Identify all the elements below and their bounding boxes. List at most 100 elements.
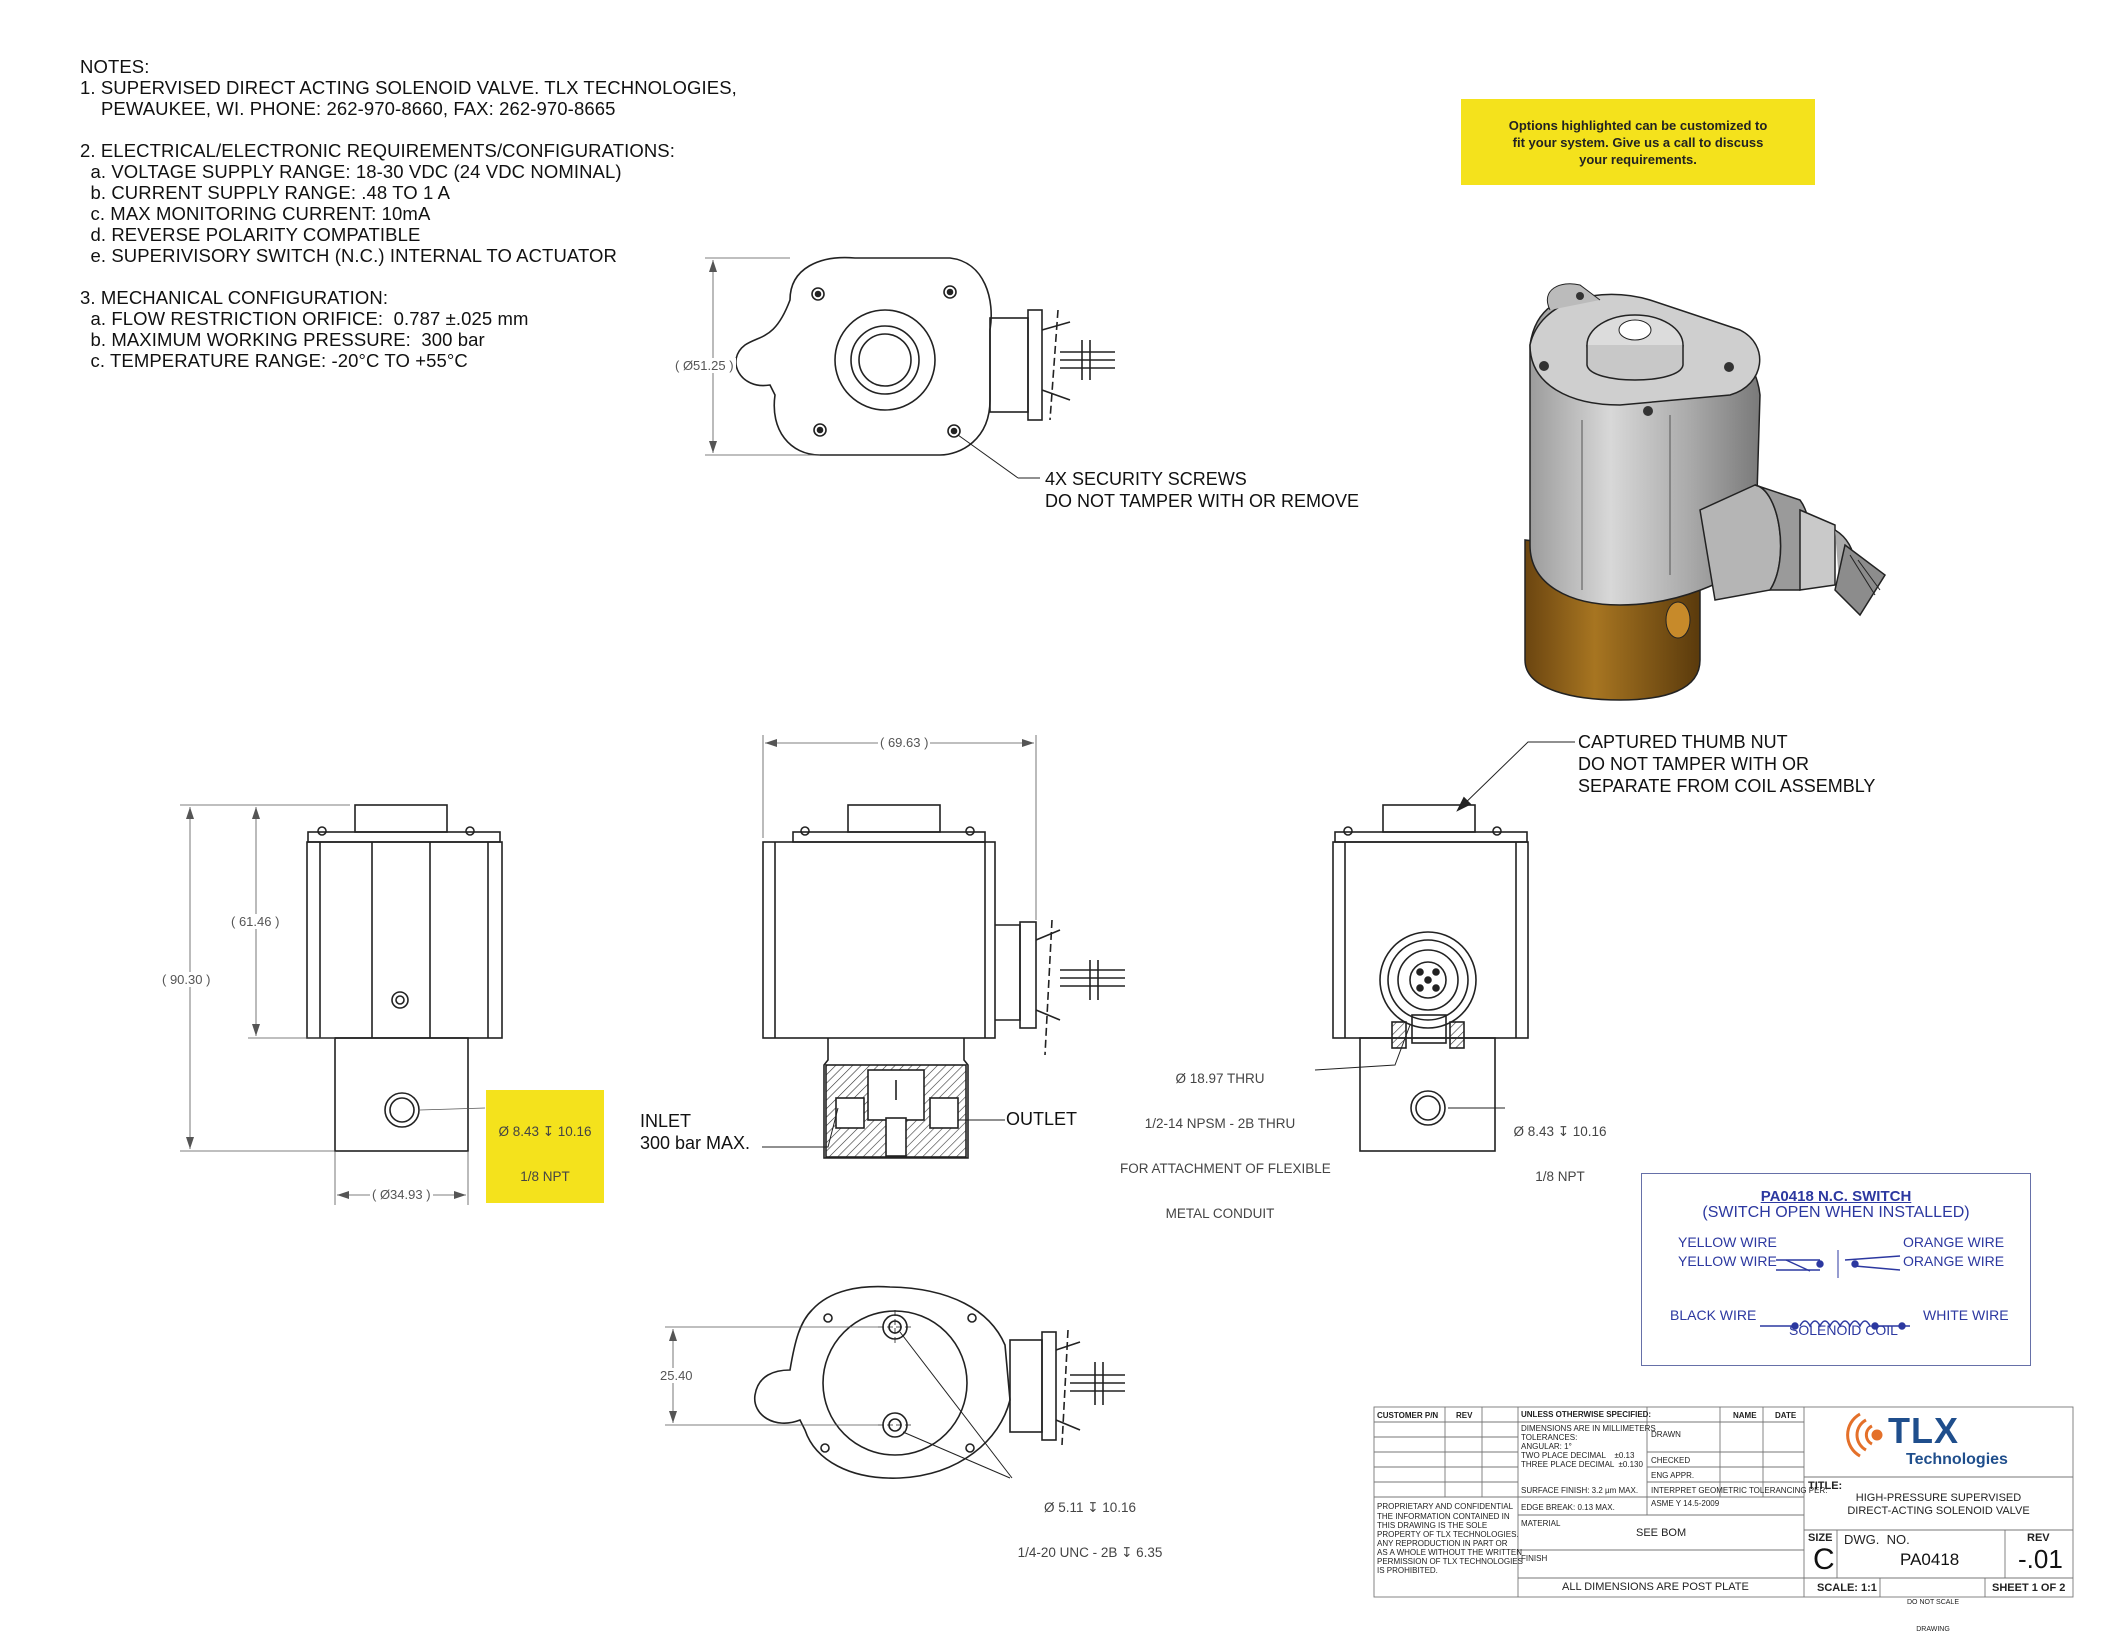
tb-prop-5: AS A WHOLE WITHOUT THE WRITTEN: [1377, 1548, 1523, 1557]
notes-block: NOTES: 1. SUPERVISED DIRECT ACTING SOLEN…: [80, 56, 737, 371]
thumb-nut-label-line-2: DO NOT TAMPER WITH OR: [1578, 754, 1810, 774]
black-wire: BLACK WIRE: [1670, 1307, 1757, 1323]
tb-sheet: SHEET 1 OF 2: [1992, 1582, 2066, 1594]
port-left-callout: Ø 8.43 ↧ 10.16 1/8 NPT: [486, 1090, 604, 1203]
note-2d: d. REVERSE POLARITY COMPATIBLE: [80, 224, 421, 245]
tb-scale: SCALE: 1:1: [1817, 1582, 1877, 1594]
thumb-nut-label-line-3: SEPARATE FROM COIL ASSEMBLY: [1578, 776, 1876, 796]
tb-finish: FINISH: [1521, 1554, 1548, 1563]
thumb-nut-label-line-1: CAPTURED THUMB NUT: [1578, 732, 1788, 752]
callout-line-2: fit your system. Give us a call to discu…: [1512, 134, 1764, 150]
tb-prop-4: ANY REPRODUCTION IN PART OR: [1377, 1539, 1508, 1548]
tb-date: DATE: [1775, 1411, 1797, 1420]
tb-do-not-scale: DO NOT SCALE DRAWING: [1906, 1580, 1960, 1643]
note-2: 2. ELECTRICAL/ELECTRONIC REQUIREMENTS/CO…: [80, 140, 675, 161]
tb-prop-7: IS PROHIBITED.: [1377, 1566, 1438, 1575]
callout-line-3: your requirements.: [1579, 151, 1697, 167]
tb-name: NAME: [1733, 1411, 1757, 1420]
inlet-label: INLET: [640, 1111, 692, 1131]
conduit-note-2: METAL CONDUIT: [1165, 1206, 1275, 1221]
dim-bottom-spacing: 25.40: [658, 1368, 695, 1383]
switch-subtitle: (SWITCH OPEN WHEN INSTALLED): [1702, 1204, 1970, 1221]
tb-surface: SURFACE FINISH: 3.2 µm MAX.: [1521, 1486, 1639, 1495]
mount-hole-size: Ø 5.11 ↧ 10.16: [1043, 1500, 1137, 1515]
dim-top-diameter: ( Ø51.25 ): [673, 358, 736, 373]
port-left-thread: 1/8 NPT: [520, 1169, 570, 1184]
tb-two-place: TWO PLACE DECIMAL ±0.13: [1521, 1451, 1635, 1460]
note-2c: c. MAX MONITORING CURRENT: 10mA: [80, 203, 431, 224]
tb-asme: ASME Y 14.5-2009: [1651, 1499, 1720, 1508]
note-3a: a. FLOW RESTRICTION ORIFICE: 0.787 ±.025…: [80, 308, 529, 329]
tb-do-not-scale-1: DO NOT SCALE: [1907, 1599, 1959, 1606]
tb-dwg-label: DWG. NO.: [1844, 1532, 1910, 1547]
tb-angular: ANGULAR: 1°: [1521, 1442, 1572, 1451]
port-left-size: Ø 8.43 ↧ 10.16: [498, 1124, 592, 1139]
tb-interpret: INTERPRET GEOMETRIC TOLERANCING PER:: [1651, 1486, 1828, 1495]
title-block-grid: [1373, 1406, 2074, 1598]
port-right-callout: Ø 8.43 ↧ 10.16 1/8 NPT: [1505, 1094, 1615, 1199]
solenoid-coil-label: SOLENOID COIL: [1789, 1322, 1898, 1338]
isometric-render: [1524, 283, 1887, 701]
orange-wire-2: ORANGE WIRE: [1903, 1253, 2005, 1269]
note-1-line-1: 1. SUPERVISED DIRECT ACTING SOLENOID VAL…: [80, 77, 737, 98]
port-right-size: Ø 8.43 ↧ 10.16: [1513, 1124, 1607, 1139]
tb-title-line-2: DIRECT-ACTING SOLENOID VALVE: [1847, 1505, 2030, 1517]
notes-heading: NOTES:: [80, 56, 150, 77]
tb-prop-title: PROPRIETARY AND CONFIDENTIAL: [1377, 1502, 1514, 1511]
side-view-right: [1314, 741, 1575, 1152]
port-right-thread: 1/8 NPT: [1535, 1169, 1585, 1184]
conduit-thread: 1/2-14 NPSM - 2B THRU: [1144, 1116, 1296, 1131]
customization-callout: Options highlighted can be customized to…: [1461, 99, 1815, 185]
bottom-view: [665, 1285, 1125, 1479]
mount-hole-callout: Ø 5.11 ↧ 10.16 1/4-20 UNC - 2B ↧ 6.35: [1010, 1470, 1170, 1575]
tb-prop-2: THIS DRAWING IS THE SOLE: [1377, 1521, 1488, 1530]
dim-coil-height: ( 61.46 ): [229, 914, 282, 929]
switch-schematic-box: PA0418 N.C. SWITCH (SWITCH OPEN WHEN INS…: [1641, 1173, 2031, 1366]
tb-unless: UNLESS OTHERWISE SPECIFIED:: [1521, 1410, 1652, 1419]
switch-title: PA0418 N.C. SWITCH: [1760, 1188, 1912, 1205]
tb-three-place: THREE PLACE DECIMAL ±0.130: [1521, 1460, 1643, 1469]
dim-base-diameter: ( Ø34.93 ): [370, 1187, 433, 1202]
tb-title-label: TITLE:: [1808, 1480, 1843, 1492]
screws-label-line-2: DO NOT TAMPER WITH OR REMOVE: [1045, 491, 1360, 511]
yellow-wire-2: YELLOW WIRE: [1678, 1253, 1777, 1269]
conduit-diameter: Ø 18.97 THRU: [1175, 1071, 1265, 1086]
tb-logo-tlx: TLX: [1888, 1410, 1959, 1451]
note-2e: e. SUPERIVISORY SWITCH (N.C.) INTERNAL T…: [80, 245, 617, 266]
tb-eng-appr: ENG APPR.: [1651, 1471, 1695, 1480]
tlx-logo-mark: [1846, 1412, 1883, 1458]
dim-total-height: ( 90.30 ): [160, 972, 213, 987]
switch-schematic: [1760, 1250, 1910, 1330]
side-view-left: [180, 804, 503, 1205]
screws-label-line-1: 4X SECURITY SCREWS: [1045, 469, 1247, 489]
tb-material: MATERIAL: [1521, 1519, 1561, 1528]
tb-prop-1: THE INFORMATION CONTAINED IN: [1377, 1512, 1510, 1521]
tb-tolerances: TOLERANCES:: [1521, 1433, 1578, 1442]
tb-customer-pn: CUSTOMER P/N: [1377, 1411, 1439, 1420]
tb-rev-label: REV: [2027, 1532, 2050, 1544]
conduit-note-1: FOR ATTACHMENT OF FLEXIBLE: [1120, 1161, 1331, 1176]
tb-edge: EDGE BREAK: 0.13 MAX.: [1521, 1503, 1615, 1512]
tb-prop-6: PERMISSION OF TLX TECHNOLOGIES: [1377, 1557, 1523, 1566]
mount-hole-thread: 1/4-20 UNC - 2B ↧ 6.35: [1017, 1545, 1163, 1560]
orange-wire-1: ORANGE WIRE: [1903, 1234, 2005, 1250]
note-2a: a. VOLTAGE SUPPLY RANGE: 18-30 VDC (24 V…: [80, 161, 622, 182]
top-view: [705, 256, 1115, 479]
tb-checked: CHECKED: [1651, 1456, 1691, 1465]
tb-prop-3: PROPERTY OF TLX TECHNOLOGIES.: [1377, 1530, 1519, 1539]
tb-dwg-number: PA0418: [1900, 1550, 1960, 1569]
tb-drawn: DRAWN: [1651, 1430, 1681, 1439]
front-view: [762, 735, 1125, 1159]
outlet-label: OUTLET: [1006, 1109, 1078, 1129]
white-wire: WHITE WIRE: [1923, 1307, 2009, 1323]
tb-title-line-1: HIGH-PRESSURE SUPERVISED: [1855, 1492, 2022, 1504]
yellow-wire-1: YELLOW WIRE: [1678, 1234, 1777, 1250]
note-3c: c. TEMPERATURE RANGE: -20°C TO +55°C: [80, 350, 468, 371]
note-1-line-2: PEWAUKEE, WI. PHONE: 262-970-8660, FAX: …: [80, 98, 616, 119]
tb-see-bom: SEE BOM: [1636, 1527, 1687, 1539]
tb-logo-technologies: Technologies: [1906, 1451, 2008, 1468]
tb-size-label: SIZE: [1808, 1532, 1833, 1544]
tb-rev-header: REV: [1456, 1411, 1473, 1420]
tb-rev-value: -.01: [2018, 1544, 2063, 1574]
